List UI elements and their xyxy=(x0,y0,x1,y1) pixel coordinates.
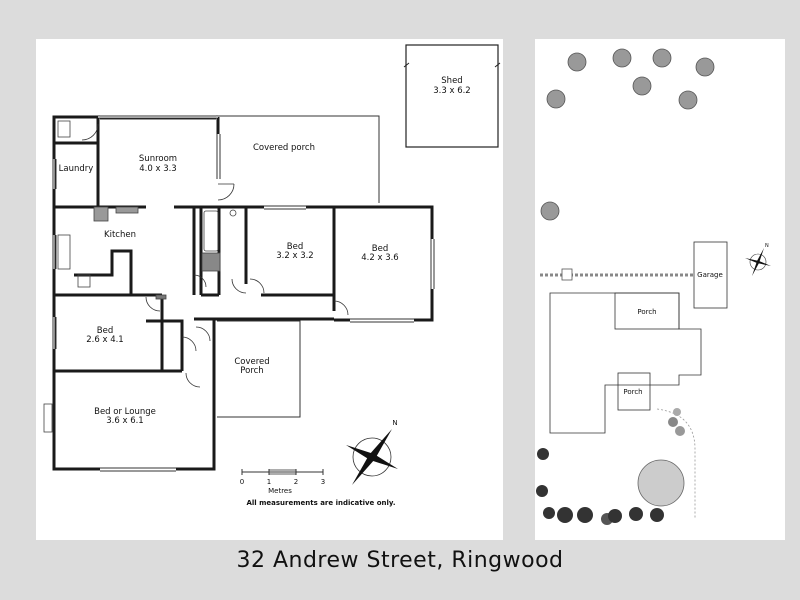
site-compass-icon xyxy=(745,248,771,276)
room-size-sunroom: 4.0 x 3.3 xyxy=(139,164,176,174)
room-label-laundry: Laundry xyxy=(59,164,94,174)
boundary-dashed-line xyxy=(656,408,696,519)
site-compass-north-label: N xyxy=(765,243,769,249)
room-size-bed-left: 2.6 x 4.1 xyxy=(86,335,123,345)
covered-porch-bottom-outline xyxy=(217,320,301,418)
garage-outline xyxy=(693,241,728,309)
room-size-bed-right: 4.2 x 3.6 xyxy=(361,253,398,263)
room-size-shed: 3.3 x 6.2 xyxy=(433,86,470,96)
covered-porch-top-outline xyxy=(218,115,380,203)
scale-tick-0: 0 xyxy=(240,478,244,486)
scale-unit-label: Metres xyxy=(268,487,292,495)
room-label-lounge: Bed or Lounge xyxy=(94,407,156,417)
disclaimer-text: All measurements are indicative only. xyxy=(246,499,395,507)
site-plan-panel: Garage Porch Porch xyxy=(535,39,785,540)
room-label-bed-center: Bed xyxy=(287,242,303,252)
room-label-kitchen: Kitchen xyxy=(104,230,136,240)
room-label-bed-left: Bed xyxy=(97,326,113,336)
porch-bottom-outline xyxy=(617,372,651,411)
porch-top-outline xyxy=(614,292,680,330)
scale-tick-3: 3 xyxy=(321,478,325,486)
scale-tick-2: 2 xyxy=(294,478,298,486)
compass-north-label: N xyxy=(392,419,397,427)
tree-icons xyxy=(540,48,715,221)
room-label-covered-porch-bottom-2: Porch xyxy=(240,366,263,376)
room-label-shed: Shed xyxy=(441,76,462,86)
room-label-covered-porch-bottom: Covered xyxy=(234,357,269,367)
scale-tick-1: 1 xyxy=(267,478,271,486)
door-swings xyxy=(81,123,349,388)
room-label-bed-right: Bed xyxy=(372,244,388,254)
shed-outline xyxy=(405,44,499,148)
porch-bottom-label: Porch xyxy=(623,388,642,396)
site-plan-drawing: Garage Porch Porch xyxy=(536,48,771,525)
garage-label: Garage xyxy=(697,271,723,279)
walls xyxy=(52,115,434,471)
porch-top-label: Porch xyxy=(637,308,656,316)
room-size-lounge: 3.6 x 6.1 xyxy=(106,416,143,426)
address-caption: 32 Andrew Street, Ringwood xyxy=(236,548,564,573)
windows xyxy=(51,115,435,472)
compass-icon xyxy=(346,429,398,485)
fixtures xyxy=(43,120,237,433)
room-size-bed-center: 3.2 x 3.2 xyxy=(276,251,313,261)
floor-plan-drawing: Laundry Sunroom 4.0 x 3.3 Covered porch … xyxy=(43,44,501,507)
garden-shrubs xyxy=(536,408,685,525)
room-label-covered-porch-top: Covered porch xyxy=(253,143,315,153)
floor-plan-panel: Laundry Sunroom 4.0 x 3.3 Covered porch … xyxy=(36,39,503,540)
scale-bar xyxy=(241,469,324,475)
room-label-sunroom: Sunroom xyxy=(139,154,177,164)
